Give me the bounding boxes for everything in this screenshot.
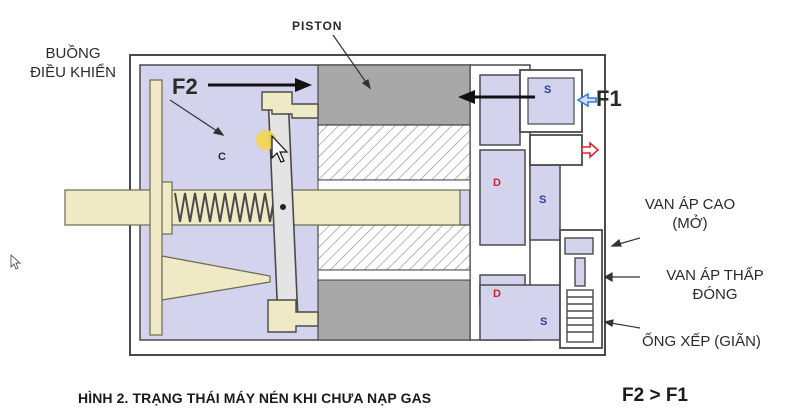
d-marker-mid: D — [493, 177, 501, 189]
cursor-highlight — [256, 130, 276, 150]
low-pressure-valve — [574, 257, 586, 287]
van-ap-thap-label: VAN ÁP THẤP ĐÓNG — [640, 266, 790, 304]
leader-van-cao — [610, 237, 641, 247]
suction-chamber-top — [479, 74, 521, 146]
d-marker-low: D — [493, 288, 501, 300]
buong-dieu-khien-label: BUỒNG ĐIỀU KHIỂN — [8, 44, 138, 82]
swash-pivot — [280, 204, 286, 210]
piston-label: PISTON — [292, 19, 342, 33]
cylinder-band-upper — [317, 179, 471, 191]
force-relation: F2 > F1 — [622, 385, 688, 406]
suction-chamber-mid — [529, 164, 561, 241]
f1-arrow — [458, 90, 535, 104]
buong-line1: BUỒNG — [45, 45, 101, 62]
cursor-pointer-icon — [271, 134, 289, 163]
return-spring — [174, 192, 276, 223]
high-pressure-valve — [564, 237, 594, 255]
s-marker-low: S — [540, 316, 547, 328]
hinge-wedge — [161, 255, 271, 301]
leader-ong-xep — [603, 319, 641, 329]
f2-label: F2 — [172, 74, 198, 99]
discharge-arrow-icon — [581, 141, 600, 159]
bellows — [566, 289, 594, 343]
van-cao-line1: VAN ÁP CAO — [644, 196, 736, 213]
piston-upper — [317, 64, 471, 126]
van-ap-cao-label: VAN ÁP CAO (MỞ) — [615, 195, 765, 233]
upper-shoe — [261, 91, 319, 119]
suction-chamber-low — [479, 284, 561, 341]
suction-port-inner — [527, 77, 575, 125]
figure-caption: HÌNH 2. TRẠNG THÁI MÁY NÉN KHI CHƯA NẠP … — [78, 390, 432, 406]
van-thap-line1: VAN ÁP THẤP — [666, 267, 764, 284]
rotor-plate — [149, 79, 163, 336]
leader-van-thap — [603, 271, 640, 283]
suction-arrow-icon — [576, 92, 597, 108]
van-cao-line2: (MỞ) — [672, 215, 708, 232]
s-marker-top: S — [544, 84, 551, 96]
leader-piston — [332, 34, 371, 90]
ong-xep-label: ỐNG XẾP (GIÃN) — [642, 333, 761, 350]
f2-arrow — [208, 78, 312, 92]
small-cursor-icon — [10, 253, 22, 270]
piston-lower-hatch — [317, 224, 471, 271]
s-marker-mid: S — [539, 194, 546, 206]
buong-line2: ĐIỀU KHIỂN — [30, 64, 116, 81]
f1-label: F1 — [596, 86, 622, 111]
leader-buong — [169, 99, 225, 136]
cylinder-band-lower — [317, 269, 471, 281]
c-marker: C — [218, 151, 226, 163]
piston-upper-hatch — [317, 124, 471, 181]
van-thap-line2: ĐÓNG — [692, 286, 738, 303]
piston-lower — [317, 279, 471, 341]
lower-shoe — [267, 299, 319, 333]
discharge-chamber — [479, 149, 526, 246]
discharge-port — [529, 134, 583, 166]
